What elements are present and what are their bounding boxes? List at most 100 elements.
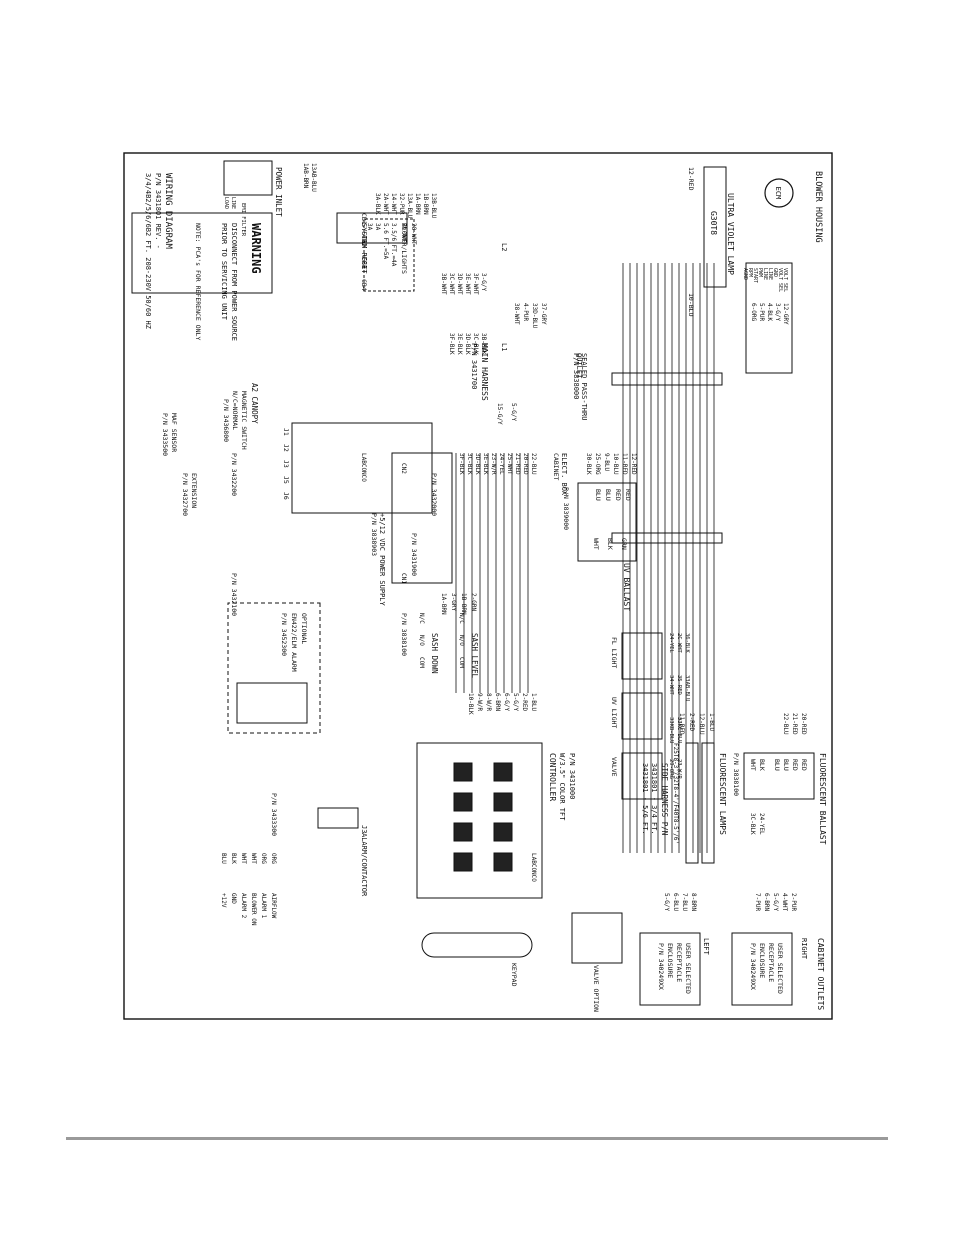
reset-wire: 26-WHT xyxy=(401,223,408,245)
alarm-label: BLOWER ON xyxy=(250,893,257,926)
power-inlet-title: POWER INLET xyxy=(274,167,283,217)
fl-ballast-wire: 24-YEL xyxy=(758,813,765,835)
uv-ballast-pin: RED xyxy=(614,489,622,501)
power-supply-cn: CN1 xyxy=(400,573,407,584)
main-harness-pn: P/N 3431700 xyxy=(470,343,478,389)
keypad xyxy=(421,932,533,958)
warning-text: PRIOR TO SERVICING UNIT xyxy=(220,223,228,321)
relay-wire: 36-BLK xyxy=(684,633,690,654)
controller-chip xyxy=(493,852,513,872)
fl-ballast-pin: BLU xyxy=(773,759,781,771)
fl-ballast-title: FLUORESCENT BALLAST xyxy=(818,753,827,845)
breaker-rating: 3.5/6 FT.=4A xyxy=(390,223,397,267)
maf-sensor: P/N 3433500 xyxy=(161,413,169,456)
breaker-rating: 3A xyxy=(374,223,381,231)
outlet-wire: 4-PUR xyxy=(522,303,529,321)
uv-ballast-pin: BLU xyxy=(594,489,602,501)
power-supply-pn: P/N 3838903 xyxy=(370,513,378,556)
controller-chip xyxy=(493,822,513,842)
canopy-pn3: P/N 3432100 xyxy=(230,573,238,616)
cabinet-outlets-title: CABINET OUTLETS xyxy=(816,938,825,1010)
alarm-label: GND xyxy=(230,893,237,904)
fl-ballast-wire: 3C-BLK xyxy=(749,813,756,835)
sash-contact: COM xyxy=(458,657,465,668)
uv-ballast-wire: 10-BLU xyxy=(612,453,619,475)
bundle-wire: 20-RED xyxy=(522,453,529,475)
passthru-pn: P/N 3838000 xyxy=(572,353,580,399)
uv-lamp-part: G30T8 xyxy=(709,211,718,235)
elect-box-wire: 15-G/Y xyxy=(496,403,503,425)
blower-terminal: LINE xyxy=(762,268,768,280)
uv-ballast-pin: WHT xyxy=(592,538,600,550)
blower-wire: 12-GRY xyxy=(782,303,789,325)
blower-terminal: VOLT SEL xyxy=(782,268,788,292)
uv-ballast-pin: BLK xyxy=(606,538,614,550)
uv-ballast-wire: 9-BLU xyxy=(603,453,610,471)
valve-bridge xyxy=(571,912,623,964)
sash-wire: 3-GRY xyxy=(450,593,457,611)
relay-uv xyxy=(621,692,663,740)
sash-contact: COM xyxy=(418,657,425,668)
uv-ballast-wire: 30-BLK xyxy=(585,453,592,475)
blower-wire: 6-ORG xyxy=(750,303,757,321)
bundle-wire: 3F-BLK xyxy=(458,453,465,475)
fl-ballast-pn: P/N 3838100 xyxy=(732,753,740,796)
fl-ballast-pin: BLK xyxy=(758,759,766,771)
breaker-wire: 13B-BLU xyxy=(430,193,437,219)
outlet-right-text: USER SELECTED xyxy=(776,943,784,994)
fl-ballast-pin: WHT xyxy=(749,759,757,771)
alarm-title: ALARM/CONTACTOR xyxy=(360,833,368,897)
outlet-left-wire: 8-BRN xyxy=(690,893,697,911)
fl-ballast-wire: 20-RED xyxy=(800,713,807,735)
uv-ballast-pin: RED xyxy=(624,489,632,501)
fl-lamp-tube xyxy=(685,742,699,864)
optional-pn: P/N 3452300 xyxy=(280,613,288,656)
ecm-motor xyxy=(764,178,794,208)
controller-logo: LABCONCO xyxy=(530,853,537,882)
blower-terminal: RPM xyxy=(747,268,753,277)
outlet-wire: 38-WHT xyxy=(513,303,520,325)
controller-sub: W/3.5" COLOR TFT xyxy=(558,753,566,821)
passthru-block xyxy=(611,532,723,544)
breaker: CB4 xyxy=(360,279,368,291)
sash-down-label: SASH DOWN xyxy=(430,633,439,674)
canopy-pn2: P/N 3432200 xyxy=(230,453,238,496)
outlet-left-wire: 6-BLU xyxy=(672,893,679,911)
uv-ballast-title: UV BALLAST xyxy=(622,563,631,611)
alarm-wire: ORG xyxy=(270,853,277,864)
passthru-block xyxy=(611,372,723,386)
diagram-border xyxy=(123,152,833,1020)
fl-ballast-wire: 22-BLU xyxy=(782,713,789,735)
power-supply-cn: CN2 xyxy=(400,463,407,474)
blower-terminal: LINE xyxy=(767,268,773,280)
outlet-right-label: RIGHT xyxy=(800,938,808,960)
side-harness-title: SIDE HARNESS P/N xyxy=(660,763,669,835)
controller-chip xyxy=(453,762,473,782)
relay-valve-label: VALVE xyxy=(610,757,618,777)
l2-wire: 3F-WHT xyxy=(472,273,479,295)
blower-terminal: GND xyxy=(772,268,778,277)
uv-ballast-wire: 25-ORG xyxy=(594,453,601,475)
board-connector: J3 xyxy=(282,460,290,468)
low-bundle-wire: 9-W/R xyxy=(476,693,483,711)
controller-chip xyxy=(493,792,513,812)
low-bundle-wire: 2-RED xyxy=(521,693,528,711)
controller-title: CONTROLLER xyxy=(548,753,557,801)
ground-label: L2 xyxy=(500,243,508,251)
bundle-wire: 24-YEL xyxy=(498,453,505,475)
bundle-wire: 21-RED xyxy=(514,453,521,475)
harness-wire-label: 3E-BLK xyxy=(456,333,463,355)
relay-wire: 35-RED xyxy=(676,675,682,695)
blower-wire: 5-PUR xyxy=(758,303,765,321)
blower-terminal: AGND xyxy=(742,268,748,280)
low-bundle-wire: 8-W/R xyxy=(485,693,492,711)
board-connector: J5 xyxy=(282,476,290,484)
outlet-left-wire: 7-BLU xyxy=(681,893,688,911)
low-bundle-wire: 5-G/Y xyxy=(512,693,519,711)
controller-board xyxy=(416,742,543,899)
alarm-connector xyxy=(317,807,359,829)
breaker: CB1 xyxy=(360,213,368,225)
outlet-right-wire: 2-PUR xyxy=(790,893,797,911)
board-pn2: P/N 3431900 xyxy=(410,533,418,576)
